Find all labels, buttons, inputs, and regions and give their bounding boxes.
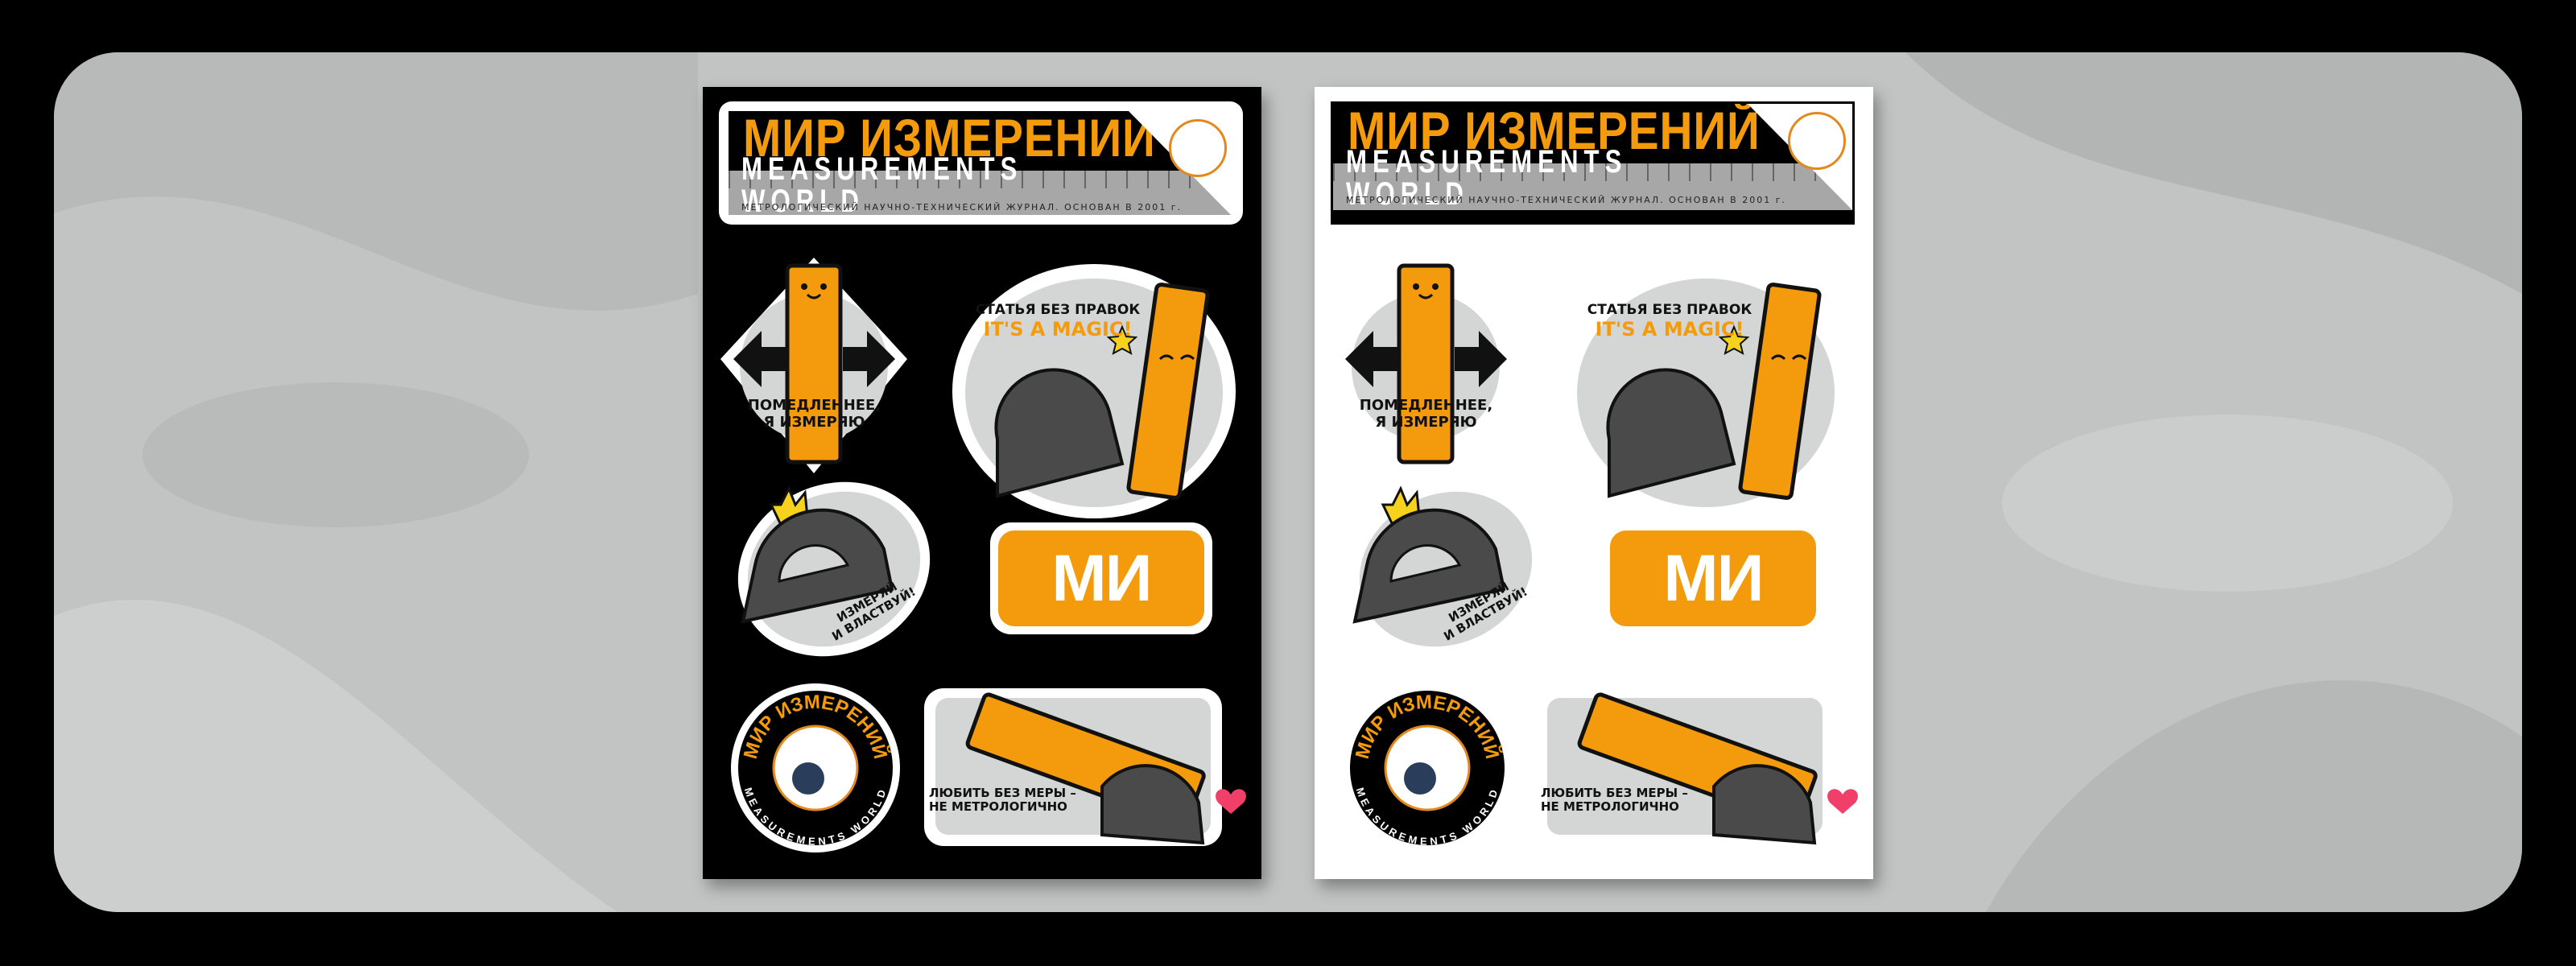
header-sticker: МИР ИЗМЕРЕНИЙ MEASUREMENTS WORLD МЕТРОЛО… (1331, 101, 1855, 225)
magic-line2: IT'S A MAGIC! (1595, 317, 1744, 341)
slow-line2: Я ИЗМЕРЯЮ (763, 413, 865, 431)
globe-icon (792, 762, 824, 795)
love-line1: ЛЮБИТЬ БЕЗ МЕРЫ – (1541, 786, 1688, 800)
header-subtitle: MEASUREMENTS WORLD (741, 151, 1023, 215)
heart-icon (1827, 789, 1858, 814)
header-title: МИР ИЗМЕРЕНИЙ (743, 111, 1156, 167)
globe-icon (1404, 762, 1436, 795)
sticker-round-logo: МИР ИЗМЕРЕНИЙ MEASUREMENTS WORLD (731, 683, 900, 852)
arrow-right-icon (843, 331, 895, 387)
sticker-sheet-dark: МИР ИЗМЕРЕНИЙ MEASUREMENTS WORLD МЕТРОЛО… (703, 87, 1261, 879)
caliper-globe-logo-icon (1788, 112, 1846, 170)
arrow-left-icon (1345, 331, 1397, 387)
star-icon (1718, 324, 1750, 355)
love-line1: ЛЮБИТЬ БЕЗ МЕРЫ – (929, 786, 1076, 800)
sticker-slow-ruler: ПОМЕДЛЕННЕЕ, Я ИЗМЕРЯЮ (720, 258, 907, 473)
header-sticker: МИР ИЗМЕРЕНИЙ MEASUREMENTS WORLD МЕТРОЛО… (719, 101, 1243, 225)
sticker-mi-badge: МИ (1602, 522, 1824, 634)
arrow-left-icon (733, 331, 786, 387)
arrow-right-icon (1455, 331, 1507, 387)
mi-badge-text: МИ (998, 530, 1204, 626)
header-subtitle: MEASUREMENTS WORLD (1346, 144, 1628, 212)
header-title: МИР ИЗМЕРЕНИЙ (1348, 104, 1761, 160)
sticker-sheet-light: МИР ИЗМЕРЕНИЙ MEASUREMENTS WORLD МЕТРОЛО… (1315, 87, 1873, 879)
mi-badge-text: МИ (1610, 530, 1816, 626)
slow-line1: ПОМЕДЛЕННЕЕ, (747, 398, 881, 414)
magic-line1: СТАТЬЯ БЕЗ ПРАВОК (975, 303, 1141, 318)
slow-line2: Я ИЗМЕРЯЮ (1375, 413, 1477, 431)
sticker-love: ЛЮБИТЬ БЕЗ МЕРЫ – НЕ МЕТРОЛОГИЧНО (1536, 688, 1858, 846)
love-line2: НЕ МЕТРОЛОГИЧНО (929, 799, 1067, 815)
sticker-rule: ИЗМЕРЯЙ И ВЛАСТВУЙ! (737, 481, 931, 657)
caliper-globe-logo-icon (1169, 119, 1227, 177)
magic-line1: СТАТЬЯ БЕЗ ПРАВОК (1587, 303, 1752, 318)
sticker-love: ЛЮБИТЬ БЕЗ МЕРЫ – НЕ МЕТРОЛОГИЧНО (924, 688, 1246, 846)
header-tagline: МЕТРОЛОГИЧЕСКИЙ НАУЧНО-ТЕХНИЧЕСКИЙ ЖУРНА… (741, 202, 1182, 213)
sticker-magic: СТАТЬЯ БЕЗ ПРАВОК IT'S A MAGIC! (1564, 264, 1847, 518)
sticker-slow-ruler: ПОМЕДЛЕННЕЕ, Я ИЗМЕРЯЮ (1332, 258, 1519, 473)
sticker-magic: СТАТЬЯ БЕЗ ПРАВОК IT'S A MAGIC! (952, 264, 1236, 518)
slow-line1: ПОМЕДЛЕННЕЕ, (1359, 398, 1493, 414)
sticker-mi-badge: МИ (990, 522, 1212, 634)
heart-icon (1216, 789, 1246, 814)
sticker-rule: ИЗМЕРЯЙ И ВЛАСТВУЙ! (1349, 481, 1542, 657)
mockup-card (54, 52, 2522, 912)
love-line2: НЕ МЕТРОЛОГИЧНО (1541, 799, 1679, 815)
background-swirls (54, 52, 2522, 912)
sticker-round-logo: МИР ИЗМЕРЕНИЙ MEASUREMENTS WORLD (1343, 683, 1512, 852)
magic-line2: IT'S A MAGIC! (983, 317, 1133, 341)
star-icon (1106, 324, 1138, 355)
header-tagline: МЕТРОЛОГИЧЕСКИЙ НАУЧНО-ТЕХНИЧЕСКИЙ ЖУРНА… (1346, 195, 1786, 205)
